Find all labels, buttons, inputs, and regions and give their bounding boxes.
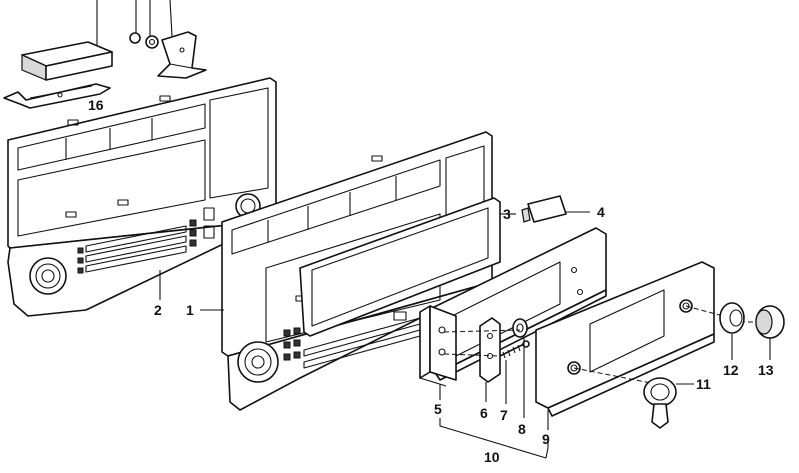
display-cover-3	[299, 197, 516, 337]
callout-12: 12	[723, 362, 739, 378]
screw-7	[499, 340, 530, 404]
control-knob-13	[755, 305, 785, 360]
grommet-12	[719, 302, 745, 360]
callout-4: 4	[597, 204, 605, 220]
rear-trim-panel-2	[7, 77, 277, 317]
blank-cap-4	[521, 195, 590, 223]
callout-10: 10	[484, 449, 500, 465]
clip-bracket-16	[3, 83, 111, 109]
side-bracket-5	[419, 305, 457, 400]
callout-8: 8	[518, 421, 526, 437]
callout-2: 2	[154, 302, 162, 318]
callout-11: 11	[696, 376, 711, 392]
callout-1: 1	[186, 302, 194, 318]
callout-6: 6	[480, 405, 488, 421]
nut-and-washer	[129, 0, 159, 49]
callout-7: 7	[500, 407, 508, 423]
mounting-bracket	[157, 0, 207, 79]
foam-block	[21, 0, 113, 81]
callout-5: 5	[434, 401, 442, 417]
callout-3: 3	[503, 206, 511, 222]
clamp-plate-6	[479, 317, 501, 402]
callout-9: 9	[542, 431, 550, 447]
face-plate	[535, 261, 715, 430]
callout-16: 16	[88, 97, 104, 113]
callout-13: 13	[758, 362, 774, 378]
knob-11	[643, 377, 694, 429]
bushing-8	[512, 318, 528, 418]
